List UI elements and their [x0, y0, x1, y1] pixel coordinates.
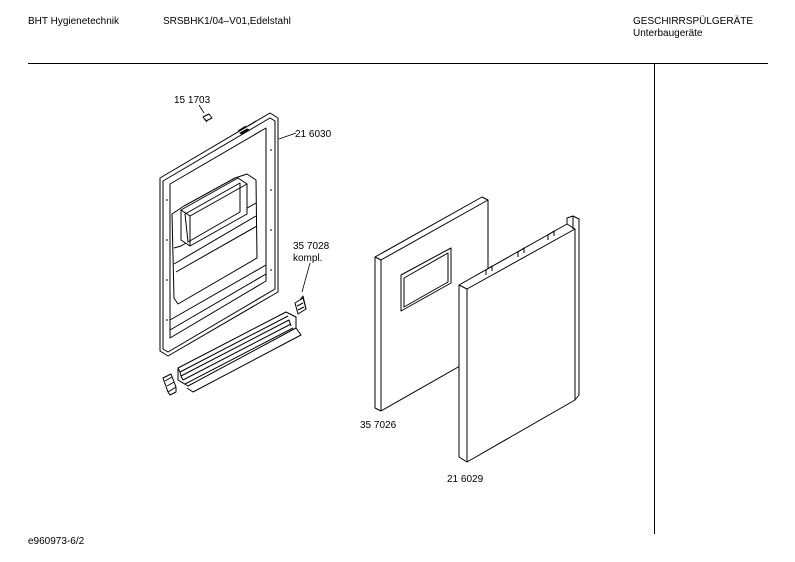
screw-leader-line	[198, 104, 205, 114]
rail-leader-line	[301, 262, 311, 293]
appliance-subcategory: Unterbaugeräte	[633, 28, 703, 39]
inner-door-leader-line	[278, 132, 297, 140]
header-divider	[28, 63, 768, 64]
screw-part-number: 15 1703	[174, 95, 211, 106]
front-panel-part-number: 35 7026	[360, 420, 397, 431]
hinge-bracket-part	[294, 295, 307, 315]
inner-door-part	[159, 112, 279, 357]
hinge-kit-part-number: 35 7028	[293, 241, 330, 252]
rail-part	[177, 311, 302, 393]
outer-cover-part	[458, 215, 580, 463]
margin-divider	[654, 64, 655, 534]
outer-cover-part-number: 21 6029	[447, 474, 484, 485]
drawing-code: e960973-6/2	[28, 536, 85, 547]
model-designation: SRSBHK1/04–V01,Edelstahl	[163, 16, 291, 27]
hinge-kit-note: kompl.	[293, 253, 322, 264]
end-clip-part	[162, 373, 177, 396]
screw-part	[202, 113, 213, 123]
manufacturer-name: BHT Hygienetechnik	[28, 16, 119, 27]
appliance-category: GESCHIRRSPÜLGERÄTE	[633, 16, 754, 27]
inner-door-part-number: 21 6030	[295, 129, 332, 140]
